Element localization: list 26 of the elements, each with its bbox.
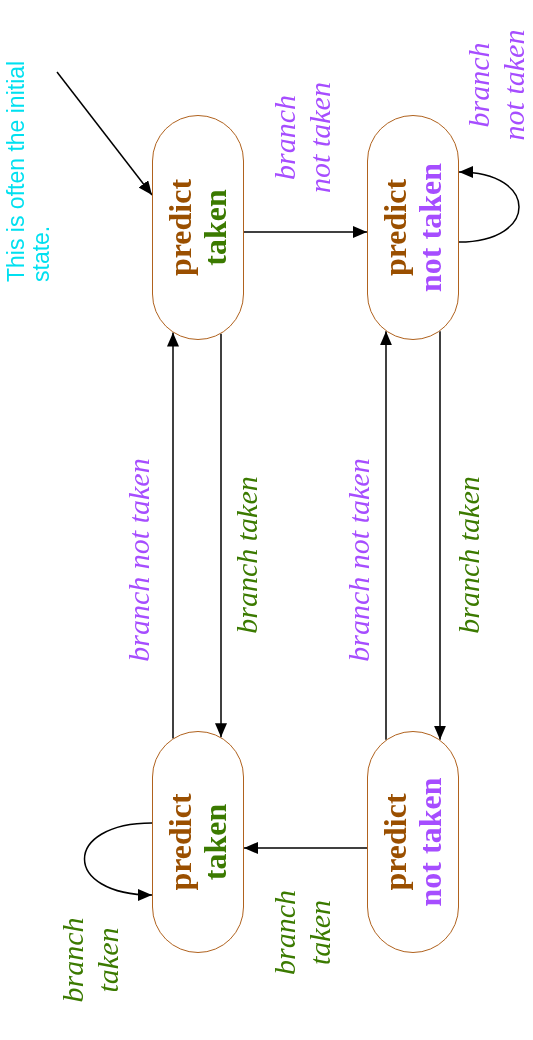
arrow (215, 333, 227, 738)
state-sublabel: taken (198, 189, 234, 266)
loop-arrow (83, 822, 153, 901)
edge-label: branch taken (56, 916, 125, 1005)
arrow (167, 331, 179, 740)
state-label: predict (377, 793, 413, 891)
edge-label: branch not taken (342, 457, 376, 664)
state-label: predict (162, 793, 198, 891)
state-sublabel: not taken (413, 777, 449, 907)
arrow (380, 330, 392, 741)
edge-label: branch not taken (462, 28, 531, 143)
edge-label: branch taken (230, 475, 264, 636)
arrow (243, 226, 368, 238)
state-label: predict (162, 178, 198, 277)
arrow (434, 330, 446, 741)
edge-label: branch taken (452, 475, 486, 636)
arrow (243, 842, 368, 854)
edge-label: branch taken (268, 889, 337, 977)
state-label: predict (377, 178, 413, 277)
arrow (56, 71, 153, 196)
loop-arrow (458, 167, 520, 243)
edge-label: branch not taken (122, 457, 156, 664)
state-sublabel: taken (198, 803, 234, 881)
annotation-text: This is often the initial state. (4, 12, 57, 282)
edge-label: branch not taken (268, 81, 337, 195)
state-sublabel: not taken (413, 163, 449, 292)
